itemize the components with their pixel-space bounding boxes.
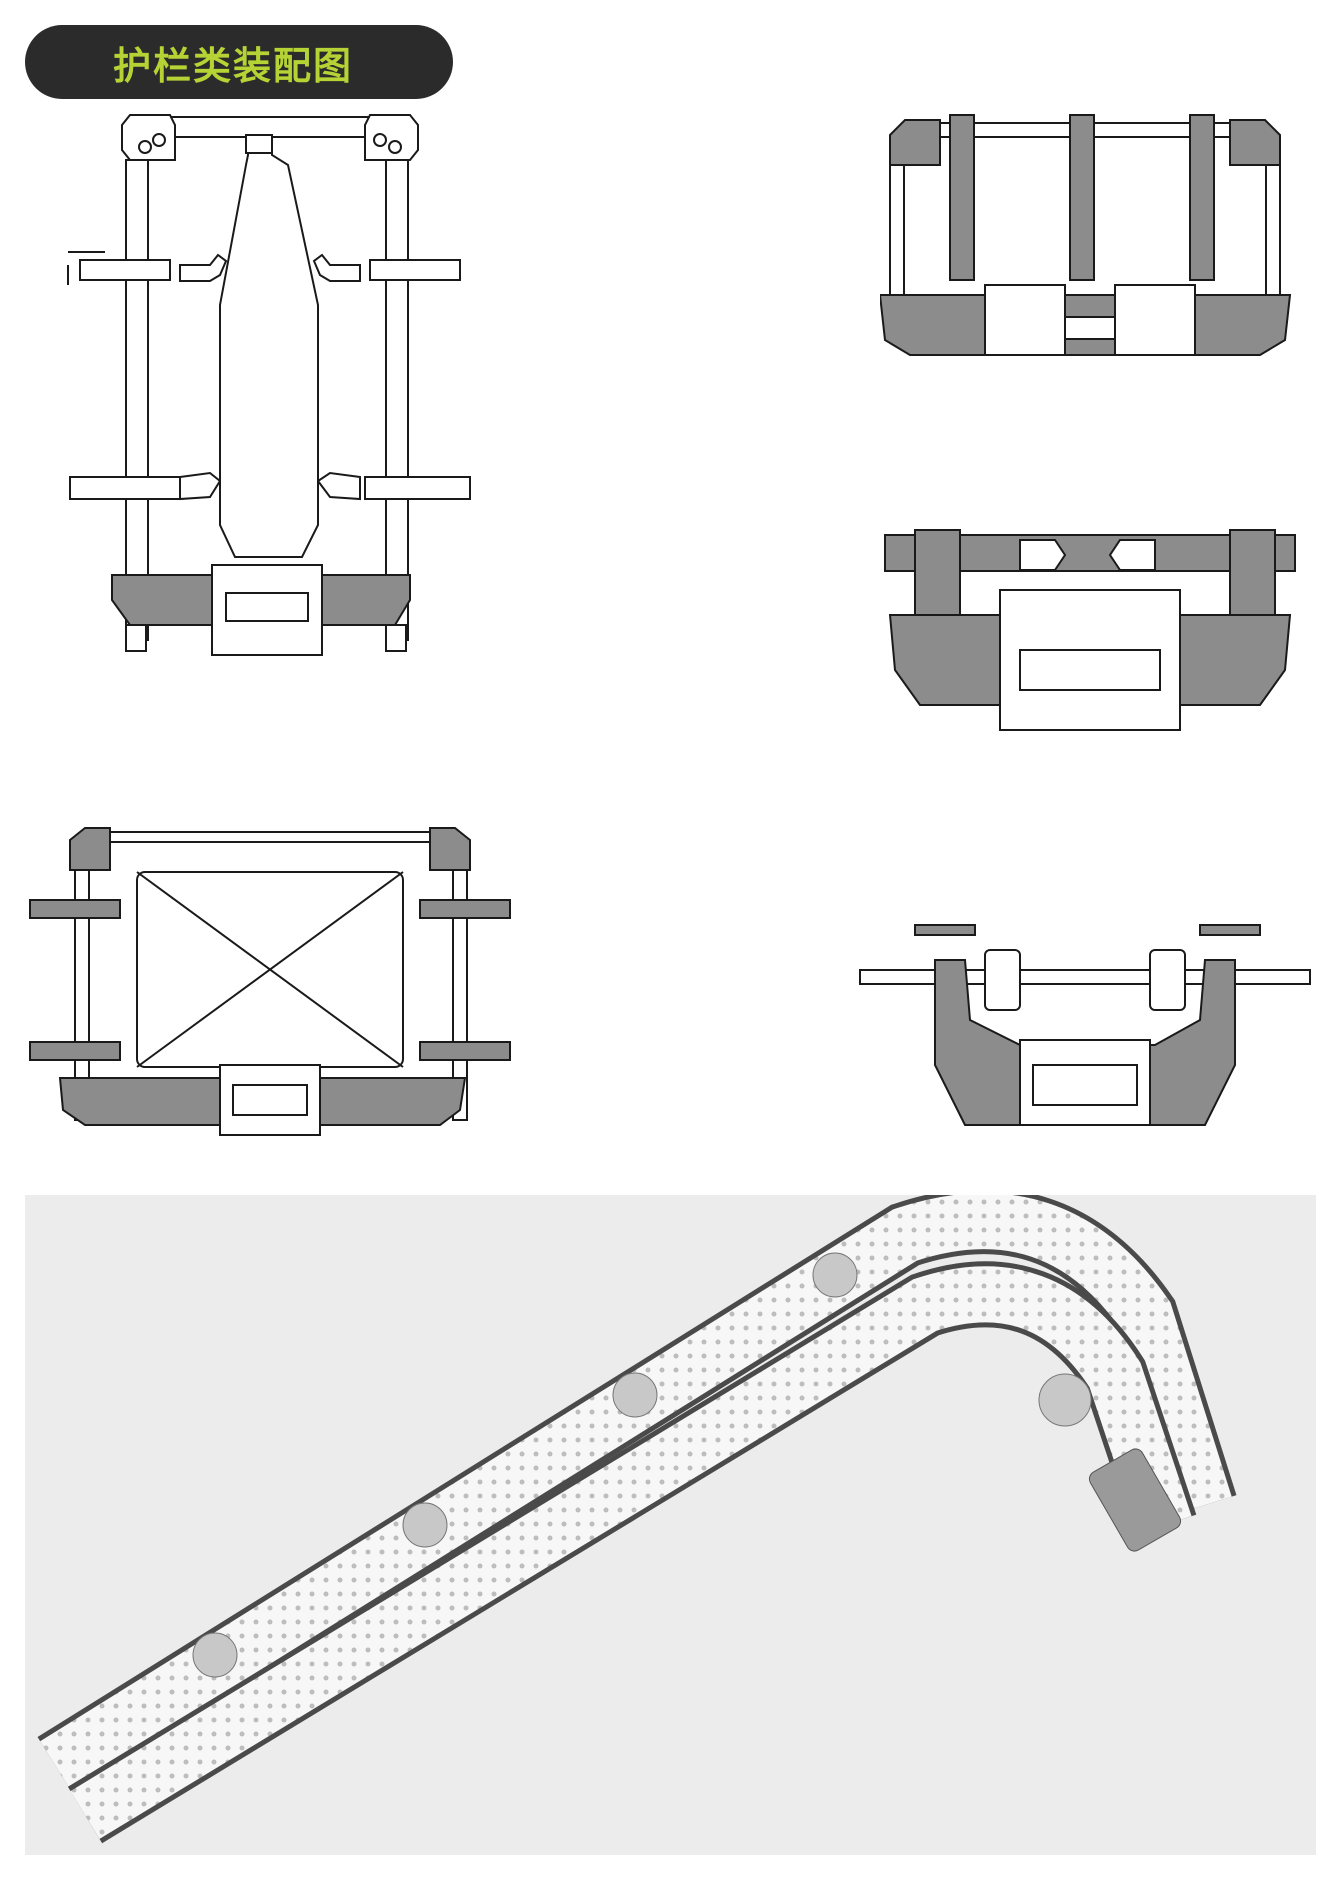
curved-conveyor-render	[25, 1195, 1316, 1855]
side-guide-bracket-drawing	[884, 529, 1296, 731]
three-arm-guardrail-drawing	[880, 114, 1292, 356]
title-banner: 护栏类装配图	[25, 25, 453, 99]
page-title: 护栏类装配图	[113, 43, 354, 88]
bottle-guardrail-drawing	[67, 114, 471, 656]
box-guardrail-drawing	[29, 827, 511, 1136]
u-bracket-drawing	[859, 924, 1311, 1126]
